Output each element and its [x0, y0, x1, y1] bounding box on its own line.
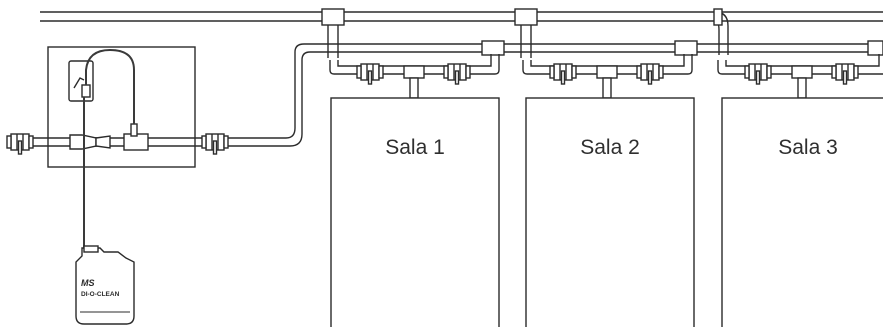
top-header-pipe	[40, 8, 883, 55]
room-manifold	[522, 54, 693, 99]
tank-product-name: DI-O-CLEAN	[81, 291, 120, 298]
ball-valve-icon	[6, 133, 34, 155]
tank-brand-mark: MS	[81, 278, 95, 288]
room-sala-1: Sala 1	[330, 97, 500, 327]
room-manifold	[329, 54, 500, 99]
room-label: Sala 1	[385, 136, 445, 159]
distribution-pipe	[240, 40, 883, 147]
ball-valve-icon	[201, 133, 229, 155]
dosing-tube	[83, 48, 135, 250]
room-label: Sala 3	[778, 136, 838, 159]
inlet-valves	[6, 133, 229, 155]
room-sala-2: Sala 2	[525, 97, 695, 327]
room-sala-3: Sala 3	[721, 97, 883, 327]
ball-valve-icon	[549, 63, 577, 85]
ball-valve-icon	[636, 63, 664, 85]
ball-valve-icon	[356, 63, 384, 85]
dosing-unit-icon	[68, 60, 94, 102]
ball-valve-icon	[831, 63, 859, 85]
ball-valve-icon	[744, 63, 772, 85]
room-manifolds	[329, 54, 883, 99]
ball-valve-icon	[443, 63, 471, 85]
room-manifold	[717, 54, 883, 99]
chemical-tank: MS DI-O-CLEAN	[75, 245, 135, 325]
room-label: Sala 2	[580, 136, 640, 159]
